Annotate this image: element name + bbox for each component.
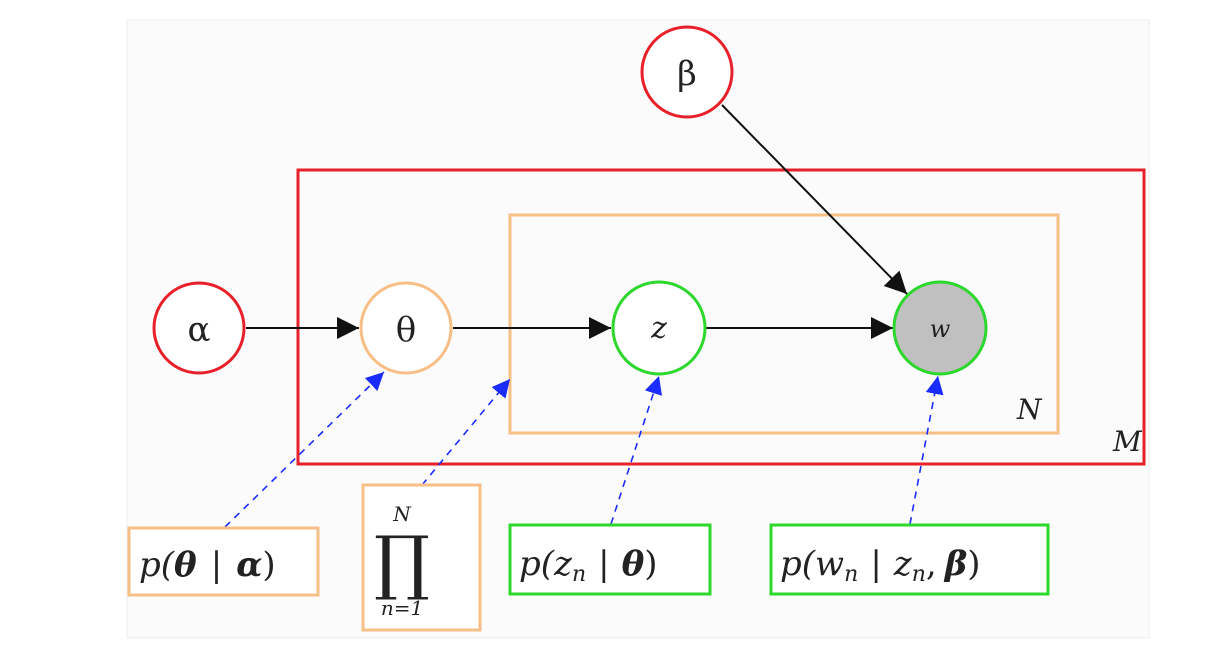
node-alpha: α xyxy=(152,281,246,375)
annotation-arrow-theta xyxy=(224,371,385,528)
formula-p-wn-given-zn-beta: p(wn|zn,β) xyxy=(769,523,1050,596)
outer-plate-m xyxy=(296,168,1146,466)
formula-product-n: N ∏ n=1 xyxy=(361,483,482,632)
outer-plate-label: M xyxy=(1112,425,1143,458)
inner-plate-n xyxy=(508,213,1060,435)
svg-text:β: β xyxy=(677,54,697,94)
formula-p-theta-given-alpha: p(θ|α) xyxy=(127,526,320,597)
svg-text:p(zn|θ): p(zn|θ) xyxy=(519,544,658,587)
svg-text:p(wn|zn,β): p(wn|zn,β) xyxy=(780,544,981,587)
svg-text:p(θ|α): p(θ|α) xyxy=(139,545,276,585)
svg-text:n=1: n=1 xyxy=(381,596,423,620)
annotation-arrow-product xyxy=(421,378,511,486)
svg-text:θ: θ xyxy=(396,310,416,350)
node-theta: θ xyxy=(359,281,453,375)
svg-text:z: z xyxy=(650,311,667,346)
svg-text:w: w xyxy=(930,315,951,343)
node-z: z xyxy=(611,280,707,376)
edge-beta-w xyxy=(721,104,908,295)
inner-plate-label: N xyxy=(1016,393,1043,426)
svg-text:∏: ∏ xyxy=(374,521,430,603)
formula-p-zn-given-theta: p(zn|θ) xyxy=(508,523,712,596)
svg-text:α: α xyxy=(188,310,211,350)
node-w-observed: w xyxy=(892,280,988,376)
node-beta: β xyxy=(640,25,734,119)
svg-text:N: N xyxy=(392,502,412,526)
